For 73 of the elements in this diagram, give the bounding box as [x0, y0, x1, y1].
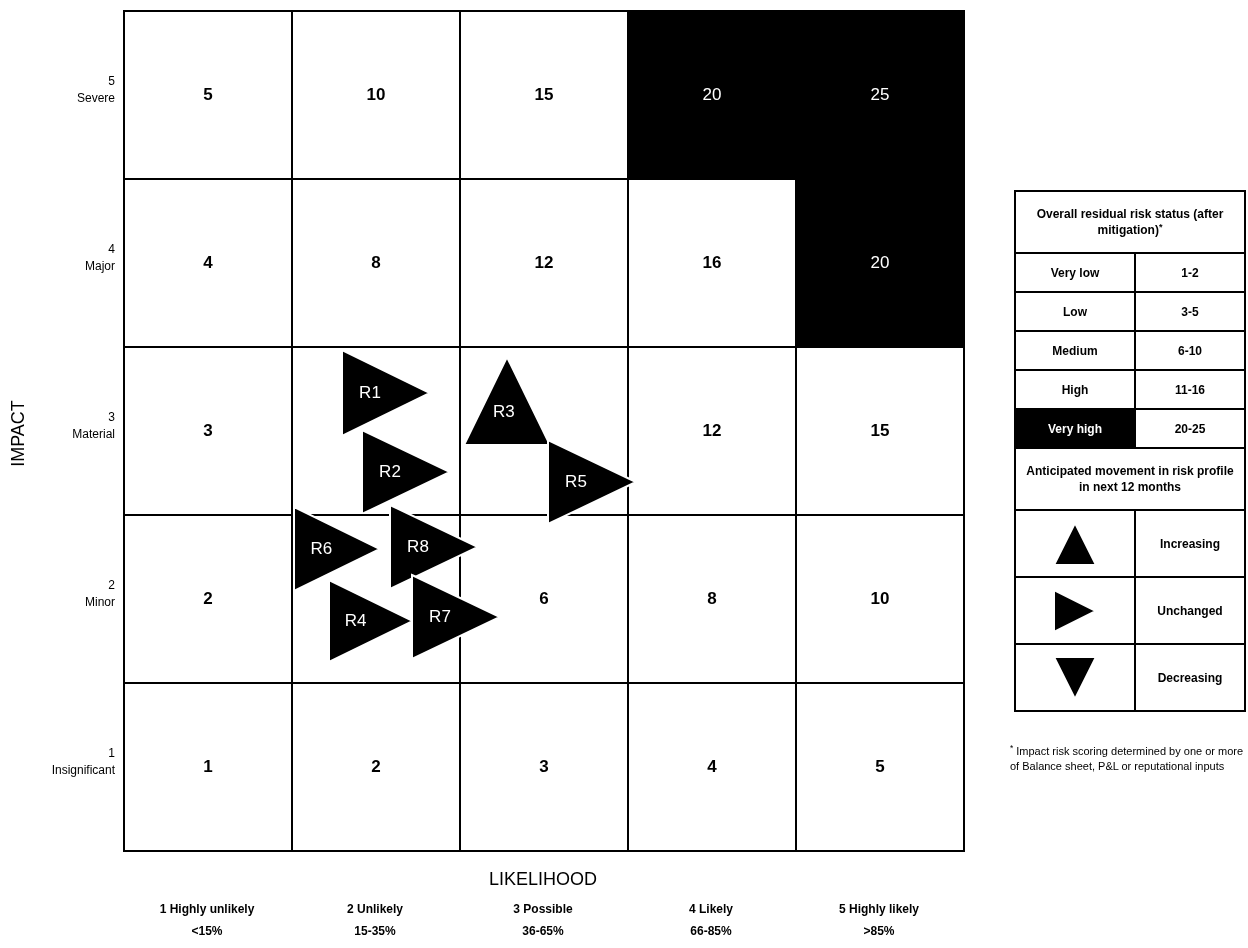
table-heading: Overall residual risk status (after mitigation)$^{*}$	[1035, 206, 1225, 238]
axis-title: LIKELIHOOD	[487, 868, 598, 891]
footnote: $^{*}$ Impact risk scoring determined by one or more of Balance sheet, P&L or reputational inputs	[1010, 744, 1245, 774]
row-label: Material	[71, 426, 115, 443]
score-label: 15	[870, 420, 890, 443]
column-label: <15%	[190, 923, 224, 940]
column-label: 66-85%	[689, 923, 733, 940]
matrix-cell	[795, 178, 965, 348]
row-label: Insignificant	[50, 762, 115, 779]
status-label: Very high	[1048, 420, 1102, 438]
score-label: 10	[870, 588, 890, 611]
row-label: Major	[84, 258, 115, 275]
row-label: 5	[107, 73, 115, 90]
status-label: High	[1061, 381, 1089, 399]
column-label: 1 Highly unlikely	[158, 901, 256, 918]
marker-label: R5	[565, 473, 587, 490]
matrix-cell	[123, 10, 293, 180]
score-label: 5	[875, 756, 885, 779]
score-label: 25	[870, 84, 890, 107]
range-label: 1-2	[1181, 264, 1199, 282]
score-label: 5	[203, 84, 213, 107]
range-label: 20-25	[1174, 420, 1206, 438]
score-label: 6	[539, 588, 549, 611]
axis-title: IMPACT	[6, 399, 29, 469]
row-label: Severe	[75, 90, 115, 107]
row-label: 1	[107, 745, 115, 762]
column-label: 3 Possible	[512, 901, 574, 918]
score-label: 12	[534, 252, 554, 275]
score-label: 4	[707, 756, 717, 779]
range-label: 3-5	[1181, 303, 1199, 321]
marker-label: R1	[359, 384, 381, 401]
table-heading: Anticipated movement in risk profile in next 12 months	[1025, 463, 1235, 495]
score-label: 20	[702, 84, 722, 107]
score-label: 2	[371, 756, 381, 779]
score-label: 8	[707, 588, 717, 611]
score-label: 3	[539, 756, 549, 779]
score-label: 10	[366, 84, 386, 107]
status-label: Very low	[1050, 264, 1100, 282]
score-label: 12	[702, 420, 722, 443]
row-label: Minor	[84, 594, 115, 611]
score-label: 8	[371, 252, 381, 275]
matrix-cell	[123, 682, 293, 852]
matrix-cell	[795, 682, 965, 852]
marker-label: R4	[344, 612, 367, 629]
status-label: Low	[1063, 303, 1087, 321]
score-label: 4	[203, 252, 213, 275]
row-label: 2	[107, 577, 115, 594]
score-label: 15	[534, 84, 554, 107]
range-label: 11-16	[1175, 381, 1205, 399]
score-label: 20	[870, 252, 890, 275]
legend-label: Unchanged	[1157, 602, 1223, 620]
legend-label: Decreasing	[1157, 669, 1223, 687]
column-label: 4 Likely	[688, 901, 734, 918]
matrix-cell	[627, 10, 797, 180]
score-label: 2	[203, 588, 213, 611]
column-label: 15-35%	[353, 923, 397, 940]
row-label: 3	[107, 409, 115, 426]
row-label: 4	[107, 241, 115, 258]
status-label: Medium	[1052, 342, 1098, 360]
score-label: 1	[203, 756, 213, 779]
legend-label: Increasing	[1160, 535, 1220, 553]
column-label: 5 Highly likely	[837, 901, 920, 918]
score-label: 3	[203, 420, 213, 443]
marker-label: R6	[310, 540, 333, 557]
column-label: 2 Unlikely	[346, 901, 404, 918]
column-label: 36-65%	[521, 923, 565, 940]
marker-label: R8	[407, 538, 429, 555]
score-label: 16	[702, 252, 722, 275]
range-label: 6-10	[1178, 342, 1202, 360]
column-label: >85%	[862, 923, 896, 940]
marker-label: R3	[493, 403, 515, 421]
marker-label: R7	[429, 608, 451, 625]
marker-label: R2	[379, 463, 401, 480]
